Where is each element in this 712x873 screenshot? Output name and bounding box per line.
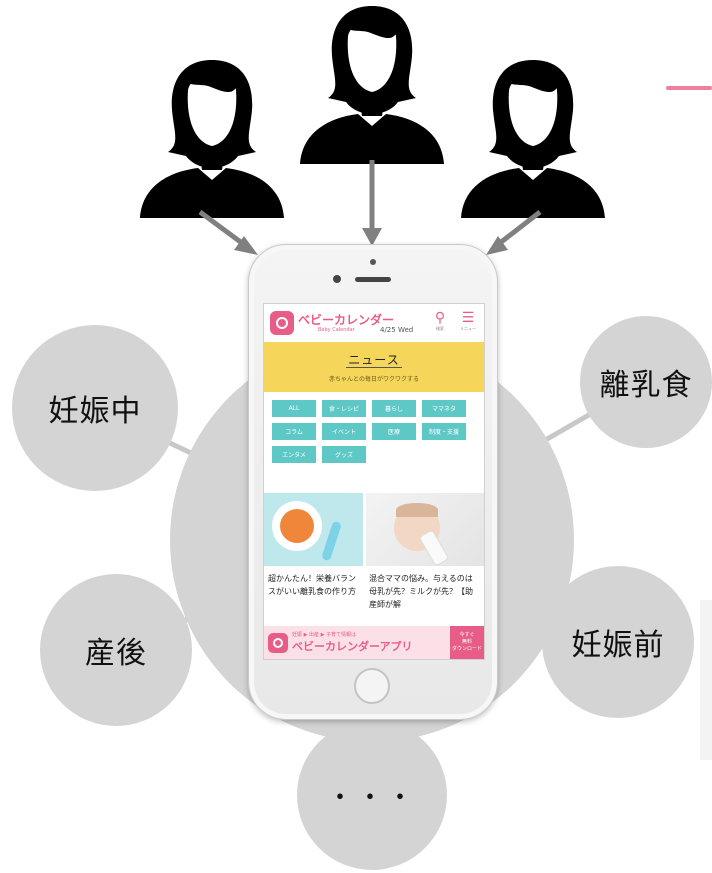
app-download-banner[interactable]: 妊娠 ▶ 出産 ▶ 子育て情報は ベビーカレンダーアプリ 今すぐ 無料 ダウンロ… <box>264 626 484 659</box>
menu-label: メニュー <box>460 326 476 331</box>
menu-button[interactable]: ☰ メニュー <box>458 310 478 332</box>
search-icon: ⚲ <box>434 310 446 326</box>
category-mama-topics[interactable]: ママネタ <box>422 400 466 417</box>
app-logo-icon[interactable] <box>270 311 294 335</box>
bubble-sango: 産後 <box>40 574 192 726</box>
banner-small-text: 妊娠 ▶ 出産 ▶ 子育て情報は <box>292 632 357 638</box>
category-goods[interactable]: グッズ <box>322 446 366 463</box>
search-label: 検索 <box>436 326 444 331</box>
app-logo[interactable]: ベビーカレンダー Baby Calendar <box>298 312 395 333</box>
phone-speaker <box>355 277 391 282</box>
bubble-ninshin-chu: 妊娠中 <box>12 325 178 491</box>
article-title[interactable]: 超かんたん！栄養バランスがいい離乳食の作り方 <box>268 574 356 596</box>
bubble-rinyushoku: 離乳食 <box>580 316 712 448</box>
spoon-icon <box>321 520 342 562</box>
smartphone: ベビーカレンダー Baby Calendar 4/25 Wed ⚲ 検索 ☰ メ… <box>248 244 498 720</box>
download-button-line1: 今すぐ <box>459 632 475 638</box>
app-logo-subtext: Baby Calendar <box>318 326 355 333</box>
woman-icon <box>461 60 605 218</box>
article-list: 超かんたん！栄養バランスがいい離乳食の作り方 混合ママの悩み。与えるのは母乳が先… <box>264 572 484 611</box>
food-icon <box>280 509 314 543</box>
phone-camera <box>333 275 341 283</box>
category-all[interactable]: ALL <box>272 400 316 417</box>
article-thumbnail-baby-food[interactable] <box>264 493 363 566</box>
arrowhead-right-icon <box>486 236 508 255</box>
category-grid: ALL 食・レシピ 暮らし ママネタ コラム イベント 医療 制度・支援 エンタ… <box>264 392 484 467</box>
download-button-line3: ダウンロード <box>451 646 482 652</box>
news-title-text: ニュース <box>346 353 402 368</box>
arrow-left <box>198 209 248 249</box>
phone-screen: ベビーカレンダー Baby Calendar 4/25 Wed ⚲ 検索 ☰ メ… <box>263 303 485 660</box>
bubble-more: ・・・ <box>297 720 447 870</box>
banner-text: 妊娠 ▶ 出産 ▶ 子育て情報は ベビーカレンダーアプリ <box>292 631 450 654</box>
decorative-edge <box>700 600 712 760</box>
category-food-recipe[interactable]: 食・レシピ <box>322 400 366 417</box>
menu-icon: ☰ <box>461 310 475 326</box>
arrowhead-left-icon <box>234 236 258 255</box>
download-button[interactable]: 今すぐ 無料 ダウンロード <box>450 626 484 659</box>
header-date: 4/25 Wed <box>380 326 414 334</box>
category-column[interactable]: コラム <box>272 423 316 440</box>
home-button[interactable] <box>354 668 390 704</box>
bubble-label: 妊娠中 <box>48 394 142 429</box>
download-button-line2: 無料 <box>461 639 472 645</box>
woman-icon <box>140 60 284 218</box>
bubble-label: ・・・ <box>326 782 417 813</box>
bubble-ninshin-mae: 妊娠前 <box>542 566 694 718</box>
category-support[interactable]: 制度・支援 <box>422 423 466 440</box>
category-medical[interactable]: 医療 <box>372 423 416 440</box>
app-header: ベビーカレンダー Baby Calendar 4/25 Wed ⚲ 検索 ☰ メ… <box>264 304 484 342</box>
news-subtitle: 赤ちゃんとの毎日がワクワクする <box>329 376 419 383</box>
category-event[interactable]: イベント <box>322 423 366 440</box>
news-banner: ニュース 赤ちゃんとの毎日がワクワクする <box>264 342 484 392</box>
banner-main-text: ベビーカレンダーアプリ <box>292 640 413 653</box>
category-entertainment[interactable]: エンタメ <box>272 446 316 463</box>
article-title[interactable]: 混合ママの悩み。与えるのは母乳が先？ミルクが先？【助産師が解 <box>369 574 473 609</box>
banner-logo-icon <box>268 632 288 653</box>
arrow-right <box>494 210 542 248</box>
bubble-label: 離乳食 <box>599 368 693 403</box>
arrowhead-center-icon <box>362 228 382 246</box>
baby-hair <box>396 503 438 517</box>
bubble-label: 産後 <box>85 636 147 671</box>
article-thumbnail-baby-bottle[interactable] <box>366 493 484 566</box>
phone-sensor <box>370 259 376 265</box>
news-title: ニュース <box>264 342 484 368</box>
woman-icon <box>300 6 444 164</box>
app-logo-text: ベビーカレンダー <box>298 312 395 327</box>
bubble-label: 妊娠前 <box>571 628 665 663</box>
category-living[interactable]: 暮らし <box>372 400 416 417</box>
search-button[interactable]: ⚲ 検索 <box>430 310 450 332</box>
article-thumbnails <box>264 493 484 566</box>
decorative-pink-line <box>666 86 712 90</box>
